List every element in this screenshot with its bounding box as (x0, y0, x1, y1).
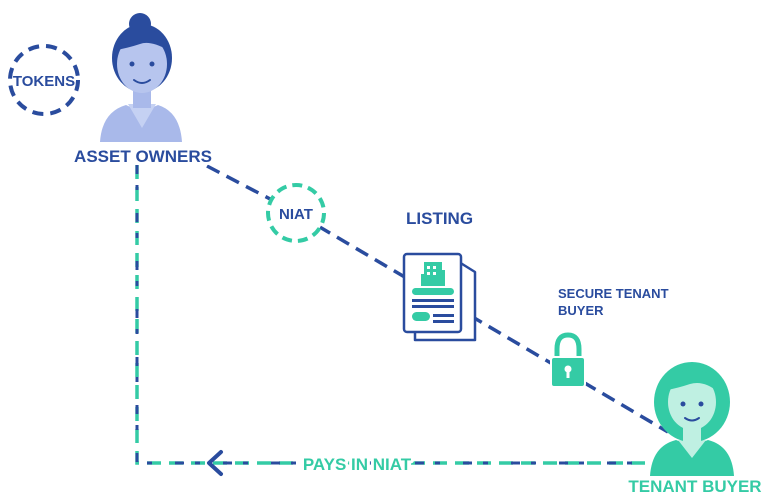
asset-owners-label: ASSET OWNERS (74, 147, 212, 166)
secure-tenant-label-line1: SECURE TENANT (558, 286, 669, 301)
secure-tenant-label-line2: BUYER (558, 303, 604, 318)
woman-avatar-icon (100, 13, 182, 142)
woman-avatar-icon (650, 362, 734, 476)
owner-to-niat-line (206, 164, 273, 202)
pays-in-niat-label: PAYS IN NIAT (303, 455, 412, 474)
niat-badge-label: NIAT (279, 206, 313, 223)
tenant-buyer-label: TENANT BUYER (628, 477, 761, 496)
niat-badge: NIAT (266, 183, 326, 243)
listing-label: LISTING (406, 209, 473, 228)
chevron-left-icon (207, 450, 223, 476)
lock-icon (550, 332, 586, 388)
connectors (135, 164, 669, 465)
building-icon (421, 262, 445, 286)
listing-document-icon (402, 252, 477, 342)
tokens-badge: TOKENS (8, 44, 80, 116)
payment-path-navy (135, 165, 663, 465)
niat-to-tenant-line (317, 224, 669, 434)
tokens-label: TOKENS (13, 73, 75, 90)
